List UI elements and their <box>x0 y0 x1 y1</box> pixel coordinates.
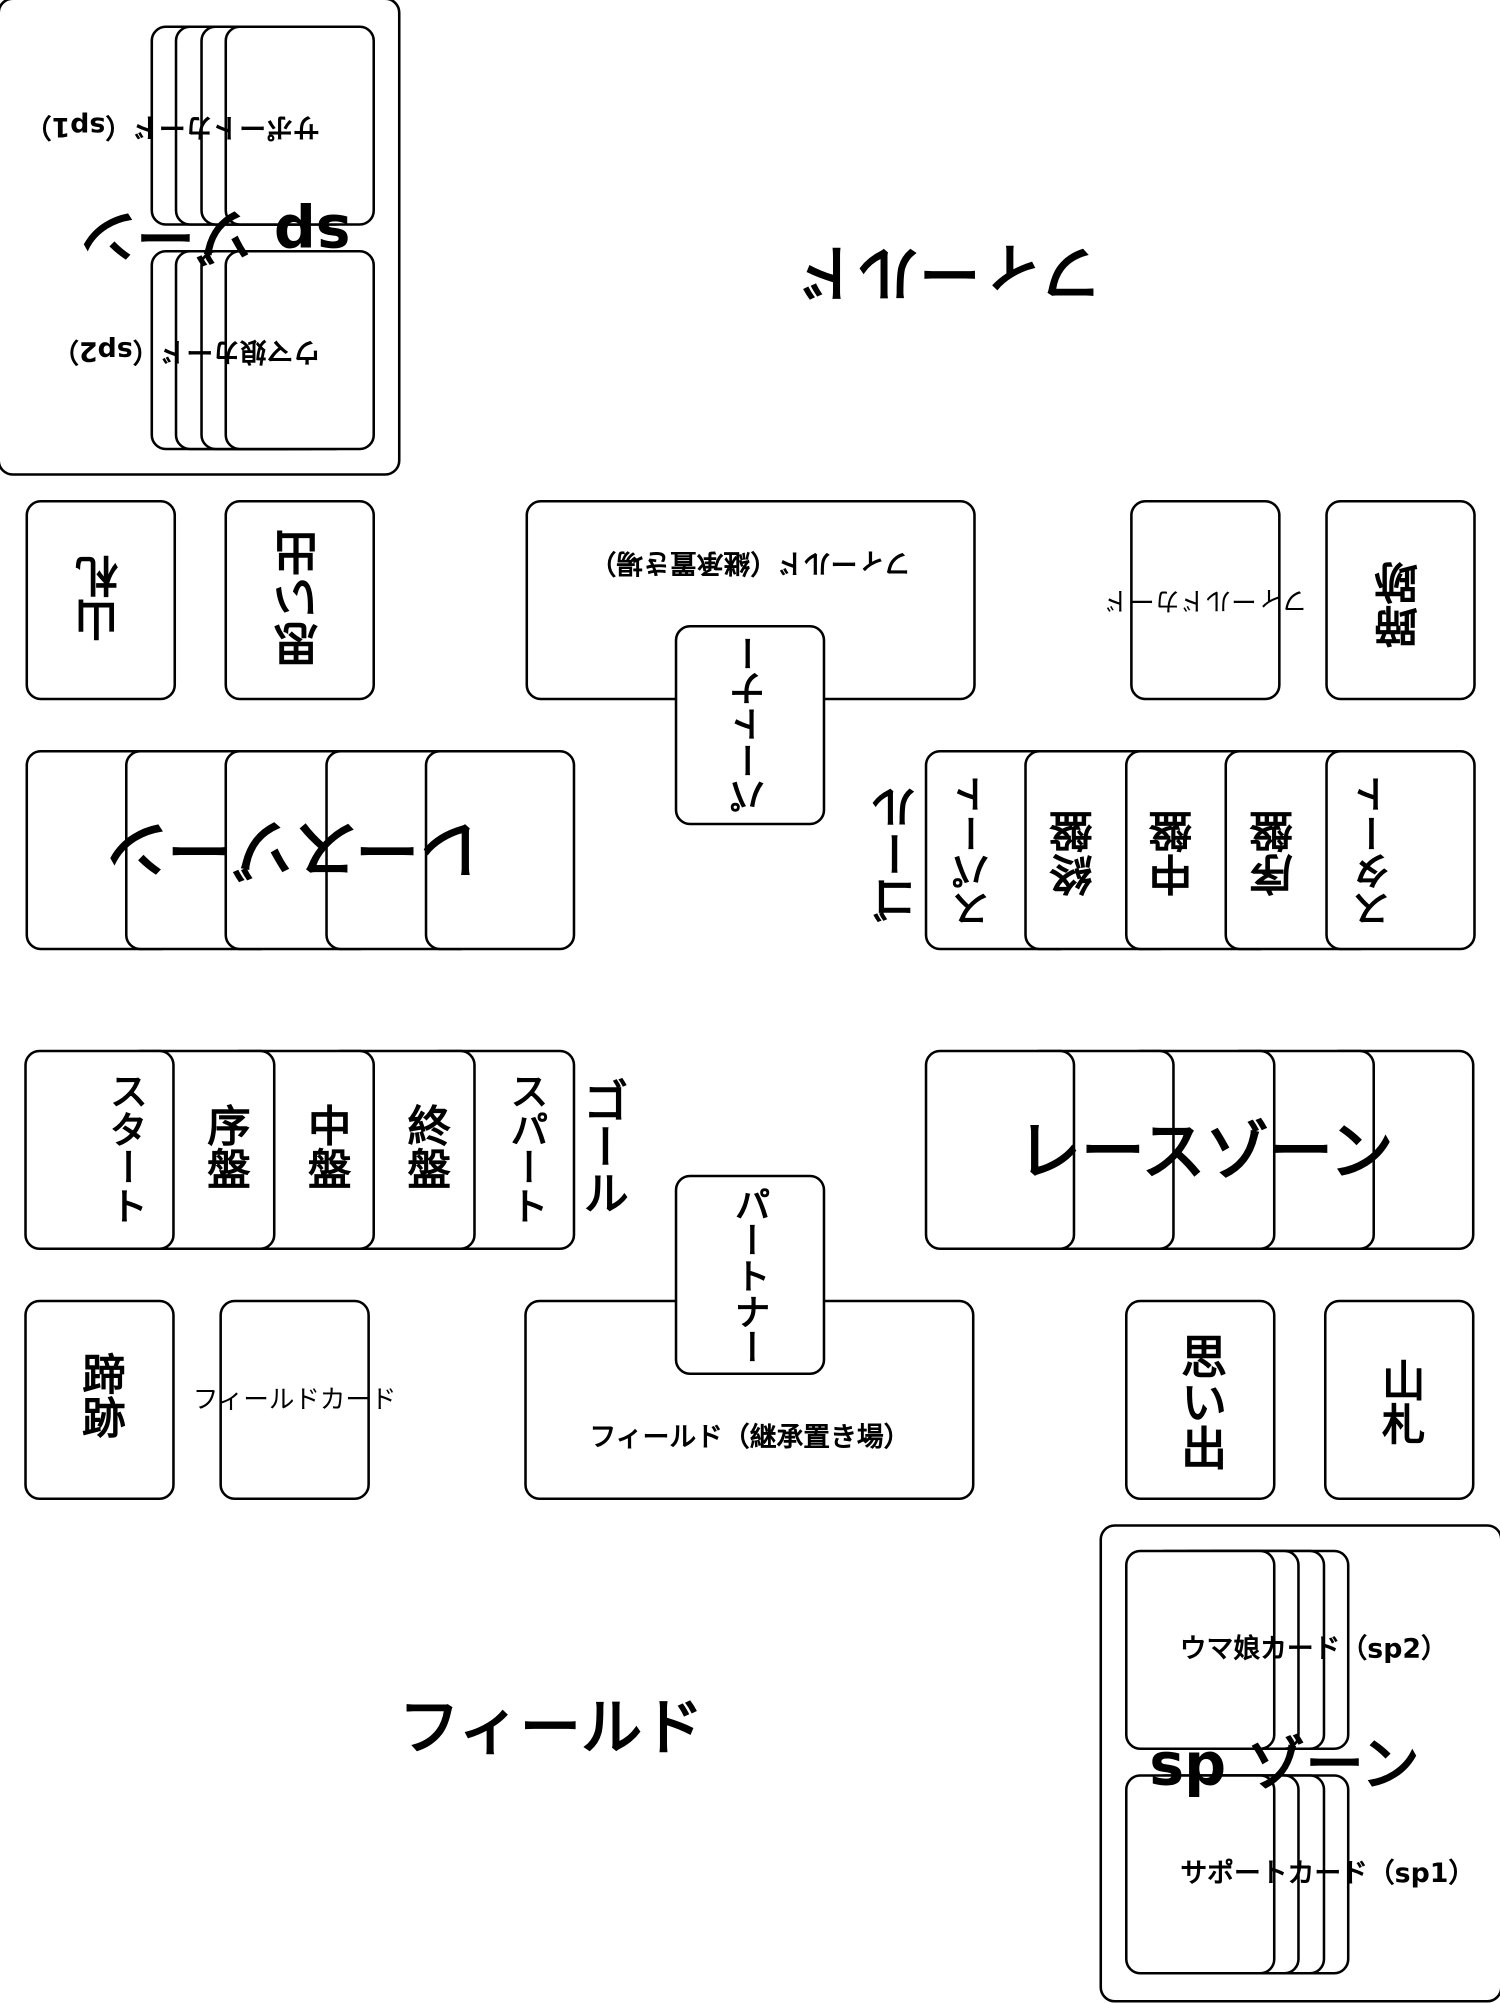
uma-card-slot[interactable] <box>1124 1549 1276 1750</box>
stage-label-middle: 中盤 <box>299 1103 351 1191</box>
race-zone-slot[interactable] <box>924 1049 1076 1250</box>
partner-label: パートナー <box>729 1186 772 1365</box>
field-label: フィールド <box>398 1692 704 1765</box>
uma-card-label: ウマ娘カード（sp2） <box>1179 1633 1448 1664</box>
memories-slot[interactable] <box>1124 1299 1276 1500</box>
field-card-label: フィールドカード <box>192 1383 397 1415</box>
field-card-slot[interactable] <box>219 1299 370 1500</box>
stage-label-spurt: スパート <box>502 1071 548 1225</box>
memories-label: 思い出 <box>1173 1332 1226 1471</box>
partner-slot[interactable] <box>674 1174 826 1375</box>
race-zone-label: レースゾーン <box>1017 1114 1394 1189</box>
stage-label-early: 序盤 <box>198 1103 250 1191</box>
sp-zone-label: sp ゾーン <box>1149 1729 1420 1799</box>
hoofprints-slot[interactable] <box>24 1299 175 1500</box>
support-card-label: サポートカード（sp1） <box>1180 1857 1476 1889</box>
hoofprints-label: 蹄跡 <box>73 1352 125 1439</box>
stage-slot-start[interactable] <box>24 1049 175 1250</box>
deck-slot[interactable] <box>1323 1299 1475 1500</box>
stage-label-start: スタート <box>102 1071 147 1225</box>
stage-label-late: 終盤 <box>399 1103 451 1191</box>
support-card-slot[interactable] <box>1124 1774 1276 1975</box>
field-inherit-label: フィールド（継承置き場） <box>589 1421 911 1453</box>
goal-label: ゴール <box>575 1077 628 1216</box>
deck-label: 山札 <box>1373 1358 1425 1446</box>
